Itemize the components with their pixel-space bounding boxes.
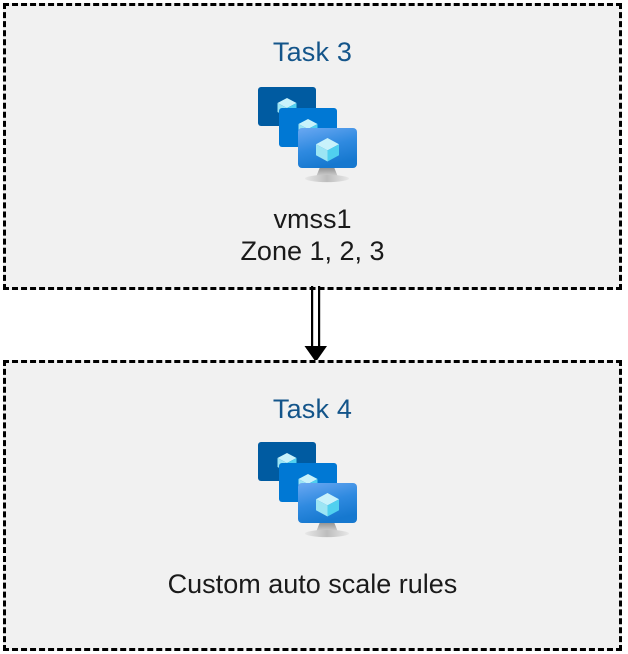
task-3-caption-line-1: vmss1 [273,204,352,234]
connector-arrow-task3-to-task4 [296,286,336,364]
task-4-caption: Custom auto scale rules [168,569,458,601]
vmss-icon [253,82,373,186]
task-3-caption-line-2: Zone 1, 2, 3 [240,235,385,266]
task-box-task-4: Task 4 [3,360,622,651]
vmss-icon [253,437,373,541]
task-3-caption: vmss1 Zone 1, 2, 3 [240,204,384,268]
page-title-task-3: Task 3 [272,37,353,67]
task-4-caption-line-1: Custom auto scale rules [167,569,458,599]
page-title-task-4: Task 4 [272,394,353,424]
task-box-task-3: Task 3 [3,3,622,290]
